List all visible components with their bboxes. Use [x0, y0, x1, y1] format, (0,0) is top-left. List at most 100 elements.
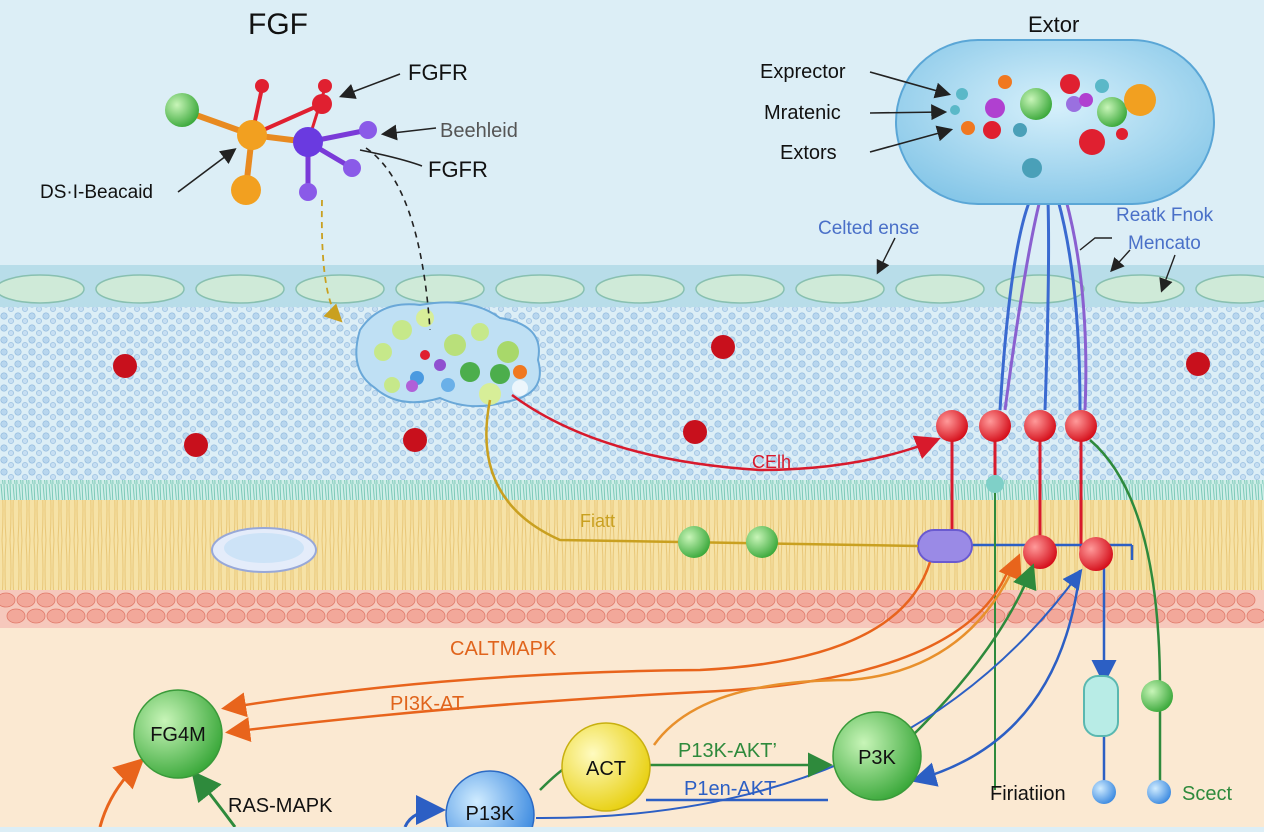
membrane-bead [606, 608, 626, 624]
membrane-bead [1206, 608, 1226, 624]
cell-oval [695, 274, 785, 304]
label-ras-mapk: RAS-MAPK [228, 795, 333, 817]
membrane-bead [636, 592, 656, 608]
membrane-bead [156, 592, 176, 608]
label-p13k-akt-top: P13K-AKT’ [678, 740, 777, 762]
act-node [561, 722, 651, 812]
membrane-bead [646, 608, 666, 624]
membrane-bead [496, 592, 516, 608]
cell-oval [895, 274, 985, 304]
membrane-bead [596, 592, 616, 608]
membrane-bead [1126, 608, 1146, 624]
membrane-bead [136, 592, 156, 608]
label-extors: Extors [780, 142, 837, 164]
membrane-bead [656, 592, 676, 608]
receptor-cluster [355, 301, 541, 408]
membrane-bead [566, 608, 586, 624]
membrane-bead [546, 608, 566, 624]
membrane-bead [36, 592, 56, 608]
label-extor: Extor [1028, 12, 1079, 37]
label-celted-ense: Celted ense [818, 218, 919, 239]
membrane-bead [1046, 608, 1066, 624]
label-cellh: CElh [752, 452, 791, 472]
label-act: ACT [586, 758, 626, 780]
mratenic-pointer [869, 104, 948, 121]
membrane-bead [516, 592, 536, 608]
membrane-bead [346, 608, 366, 624]
membrane-bead [486, 608, 506, 624]
membrane-bead [66, 608, 86, 624]
inner-membrane-beads [0, 592, 1264, 624]
cell-oval [395, 274, 485, 304]
membrane-bead [236, 592, 256, 608]
membrane-bead [186, 608, 206, 624]
membrane-bead [1026, 608, 1046, 624]
membrane-bead [476, 592, 496, 608]
membrane-bead [716, 592, 736, 608]
label-beehleid: Beehleid [440, 120, 518, 142]
cell-oval [795, 274, 885, 304]
label-mencato: Mencato [1128, 233, 1201, 254]
fiatt-node-1 [678, 526, 710, 558]
label-firiatiion: Firiatiion [990, 783, 1066, 805]
fgf-molecule [165, 79, 377, 205]
membrane-bead [896, 592, 916, 608]
membrane-bead [786, 608, 806, 624]
membrane-bead [306, 608, 326, 624]
p3k-node [832, 711, 922, 801]
membrane-bead [556, 592, 576, 608]
p3k-in-arrow [911, 569, 1082, 787]
membrane-bead [706, 608, 726, 624]
membrane-bead [26, 608, 46, 624]
membrane-bead [96, 592, 116, 608]
membrane-bead [226, 608, 246, 624]
membrane-bead [866, 608, 886, 624]
membrane-bead [196, 592, 216, 608]
membrane-bead [1036, 592, 1056, 608]
mencato-pointer-2 [1159, 254, 1176, 293]
membrane-bead [0, 592, 16, 608]
membrane-bead [296, 592, 316, 608]
membrane-bead [276, 592, 296, 608]
pi3k-at-arrow [225, 564, 1012, 742]
membrane-bead [796, 592, 816, 608]
membrane-bead [326, 608, 346, 624]
membrane-bead [396, 592, 416, 608]
cell-matrix [0, 300, 1264, 490]
membrane-bead [256, 592, 276, 608]
membrane-bead [836, 592, 856, 608]
p3k-up-arrow [907, 563, 1037, 741]
membrane-bead [1106, 608, 1126, 624]
membrane-bead [1196, 592, 1216, 608]
cell-oval [595, 274, 685, 304]
membrane-bead [46, 608, 66, 624]
membrane-bead [766, 608, 786, 624]
membrane-bead [1226, 608, 1246, 624]
membrane-bead [376, 592, 396, 608]
cell-oval [0, 274, 85, 304]
membrane-bead [466, 608, 486, 624]
p13k-in-arrow [403, 795, 446, 828]
fgfr-top-pointer [339, 73, 401, 99]
membrane-bead [1186, 608, 1206, 624]
membrane-bead [1096, 592, 1116, 608]
membrane-bead [886, 608, 906, 624]
label-caltmapk: CALTMAPK [450, 638, 557, 660]
cell-oval [195, 274, 285, 304]
membrane-bead [726, 608, 746, 624]
membrane-bead [206, 608, 226, 624]
membrane-bead [876, 592, 896, 608]
membrane-bead [266, 608, 286, 624]
label-fgfr-mid: FGFR [428, 157, 488, 182]
membrane-bead [696, 592, 716, 608]
fg4m-in-arrow-green [191, 770, 237, 828]
membrane-bead [16, 592, 36, 608]
membrane-bead [126, 608, 146, 624]
membrane-bead [216, 592, 236, 608]
fg4m-node [133, 689, 223, 779]
membrane-bead [426, 608, 446, 624]
membrane-bead [956, 592, 976, 608]
membrane-bead [526, 608, 546, 624]
fgfr-mid-pointer [359, 149, 423, 167]
